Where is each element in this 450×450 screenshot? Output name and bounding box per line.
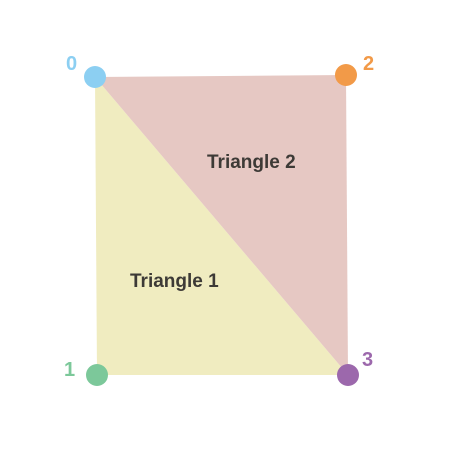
vertex-1-dot xyxy=(86,364,108,386)
triangle-1-label: Triangle 1 xyxy=(130,271,219,292)
vertex-2-label: 2 xyxy=(363,53,374,75)
triangle-2-label: Triangle 2 xyxy=(207,152,296,173)
triangle-2-shape xyxy=(95,75,348,375)
vertex-3-dot xyxy=(337,364,359,386)
vertex-0-dot xyxy=(84,66,106,88)
vertex-1-label: 1 xyxy=(64,359,75,381)
vertex-0-label: 0 xyxy=(66,53,77,75)
vertex-2-dot xyxy=(335,64,357,86)
vertex-3-label: 3 xyxy=(362,349,373,371)
